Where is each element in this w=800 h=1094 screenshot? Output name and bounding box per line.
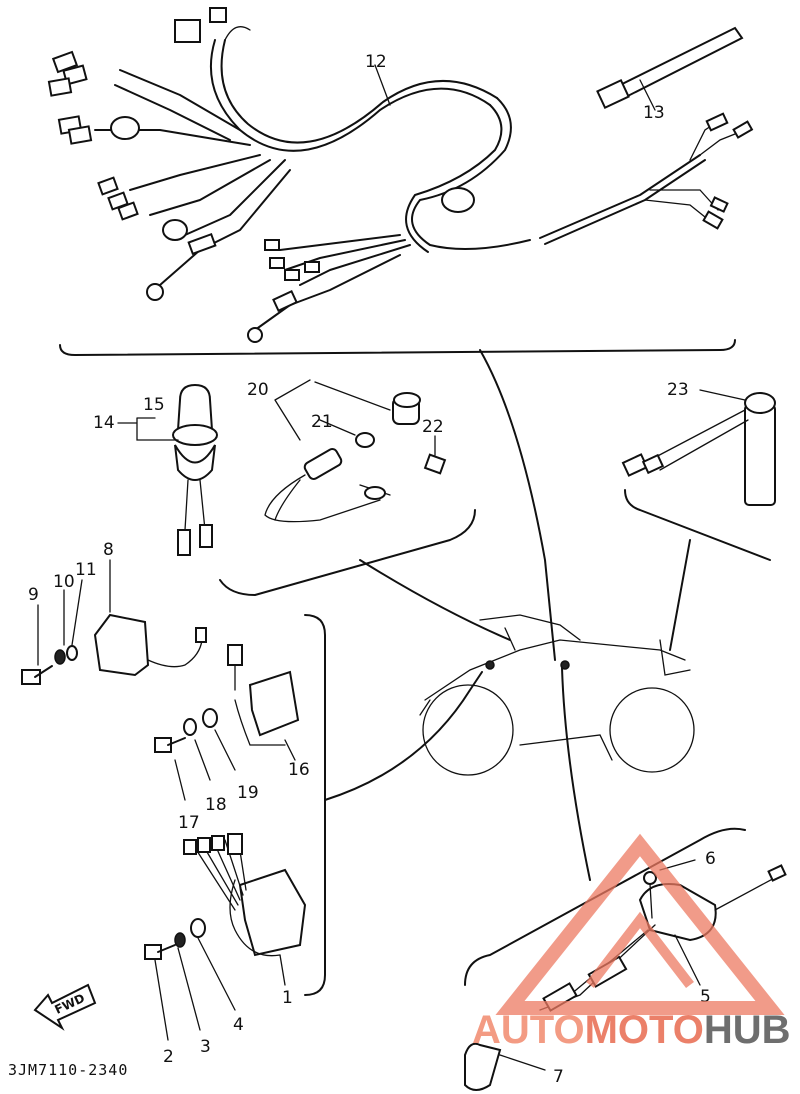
leader-line-harness xyxy=(479,349,556,661)
leader-line-tail xyxy=(561,667,591,881)
diagram-code: 3JM7110-2340 xyxy=(8,1061,128,1079)
svg-text:AUTOMOTOHUB: AUTOMOTOHUB xyxy=(472,1008,791,1052)
leader-line-throttle xyxy=(669,539,691,651)
callout-20: 20 xyxy=(247,380,269,400)
callout-22: 22 xyxy=(422,417,444,437)
callout-10: 10 xyxy=(53,572,75,592)
cable-tie-13 xyxy=(596,26,744,111)
callout-13: 13 xyxy=(643,103,665,123)
callout-18: 18 xyxy=(205,795,227,815)
main-switch-14 xyxy=(117,383,218,556)
callout-4: 4 xyxy=(233,1015,244,1035)
callout-11: 11 xyxy=(75,560,97,580)
forward-arrow-icon: FWD xyxy=(33,983,97,1031)
wire-harness-12 xyxy=(47,7,754,356)
group-bracket-left xyxy=(304,614,326,996)
callout-2: 2 xyxy=(163,1047,174,1067)
neutral-switch-group-20 xyxy=(219,379,476,596)
automotohub-watermark-logo: AUTOMOTOHUB xyxy=(472,833,791,1052)
callout-1: 1 xyxy=(282,988,293,1008)
motorcycle-silhouette xyxy=(419,614,695,776)
callout-3: 3 xyxy=(200,1037,211,1057)
callout-17: 17 xyxy=(178,813,200,833)
callout-6: 6 xyxy=(705,849,716,869)
leader-line-coil xyxy=(324,671,483,801)
callout-14: 14 xyxy=(93,413,115,433)
callout-15: 15 xyxy=(143,395,165,415)
callout-9: 9 xyxy=(28,585,39,605)
leader-line-switch xyxy=(359,559,511,641)
callout-16: 16 xyxy=(288,760,310,780)
callout-19: 19 xyxy=(237,783,259,803)
callout-labels: 1 2 3 4 5 6 7 8 9 10 11 12 13 14 15 16 1… xyxy=(28,52,716,1087)
watermark-auto: AUTO xyxy=(472,1008,585,1052)
watermark-moto: MOTO xyxy=(585,1008,704,1052)
ignition-coil-1 xyxy=(144,833,307,1041)
rectifier-8 xyxy=(21,559,207,685)
throttle-grip-23 xyxy=(621,389,776,561)
callout-21: 21 xyxy=(311,412,333,432)
callout-23: 23 xyxy=(667,380,689,400)
cdi-unit-16 xyxy=(154,644,300,801)
callout-7: 7 xyxy=(553,1067,564,1087)
watermark-hub: HUB xyxy=(704,1008,791,1052)
callout-5: 5 xyxy=(700,987,711,1007)
callout-12: 12 xyxy=(365,52,387,72)
callout-8: 8 xyxy=(103,540,114,560)
